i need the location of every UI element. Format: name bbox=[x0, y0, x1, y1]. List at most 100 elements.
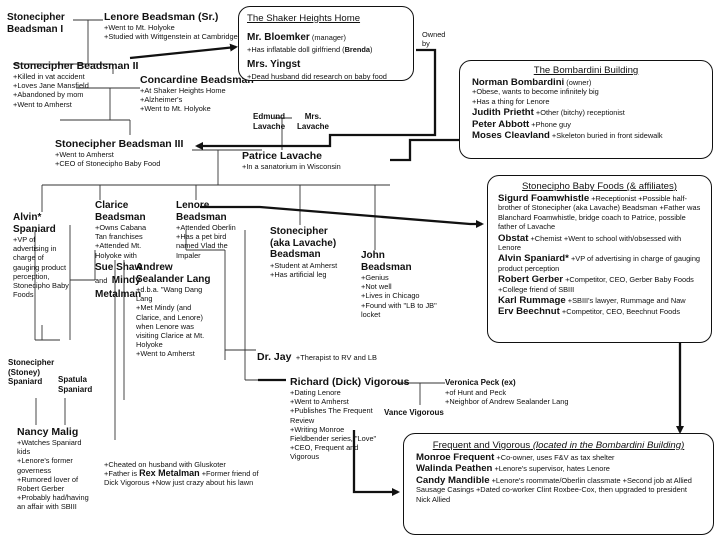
entity-row: Sigurd Foamwhistle +Receptionist +Possib… bbox=[498, 194, 701, 232]
box-title: The Bombardini Building bbox=[533, 65, 639, 76]
andrew-sealander-lang: Andrew Sealander Lang +d.b.a. "Wang Dang… bbox=[136, 262, 211, 359]
patrice-lavache: Patrice Lavache +In a sanatorium in Wisc… bbox=[242, 150, 372, 171]
person-name: Concardine Beadsman bbox=[140, 74, 254, 86]
entity-notes: +Other (bitchy) receptionist bbox=[533, 108, 625, 118]
entity-list: Monroe Frequent +Co-owner, uses F&V as t… bbox=[416, 453, 701, 504]
entity-name: Moses Cleavland bbox=[472, 130, 550, 142]
entity-notes: +Lenore's supervisor, hates Lenore bbox=[492, 464, 610, 474]
entity-notes: (owner) +Obese, wants to become infinite… bbox=[472, 78, 599, 106]
entity-notes: +Receptionist +Possible half-brother of … bbox=[498, 194, 701, 232]
entity-row: Peter Abbott +Phone guy bbox=[472, 118, 700, 130]
person-name: Dr. Jay bbox=[257, 351, 292, 363]
person-name: Stonecipher Beadsman III bbox=[55, 138, 184, 150]
person-name: Stonecipher (aka Lavache) Beadsman bbox=[270, 226, 337, 260]
entity-name: Norman Bombardini bbox=[472, 77, 565, 88]
entity-row: Monroe Frequent +Co-owner, uses F&V as t… bbox=[416, 452, 701, 463]
person-name: Clarice Beadsman bbox=[95, 200, 146, 223]
entity-row: Moses Cleavland +Skeleton buried in fron… bbox=[472, 130, 700, 142]
box-title: Frequent and Vigorous (located in the Bo… bbox=[416, 440, 701, 451]
person-notes: +Went to Mt. Holyoke +Studied with Wittg… bbox=[104, 23, 238, 42]
entity-name: Robert Gerber bbox=[498, 274, 564, 286]
edmund-lavache: Edmund Lavache bbox=[253, 112, 286, 131]
entity-notes: +Chemist +Went to school with/obsessed w… bbox=[498, 233, 682, 253]
brenda: Brenda bbox=[344, 45, 371, 54]
note-text: +Has inflatable doll girlfriend ( bbox=[247, 45, 345, 54]
entity-list: Norman Bombardini (owner) +Obese, wants … bbox=[472, 78, 700, 142]
person-notes: +Went to Amherst +CEO of Stonecipho Baby… bbox=[55, 150, 161, 169]
conjunction: and bbox=[95, 276, 108, 286]
note-end: ) bbox=[370, 45, 373, 54]
entity-name: Obstat bbox=[498, 232, 529, 244]
stonecipher-aka-lavache-beadsman: Stonecipher (aka Lavache) Beadsman +Stud… bbox=[270, 226, 350, 279]
entity-name: Sigurd Foamwhistle bbox=[498, 193, 590, 204]
rex-notes: +Former friend of Dick Vigorous +Now jus… bbox=[104, 469, 259, 488]
entity-name: Candy Mandible bbox=[416, 474, 490, 486]
entity-name: Walinda Peathen bbox=[416, 463, 493, 475]
stoney-spaniard: Stonecipher (Stoney) Spaniard bbox=[8, 358, 55, 386]
person-name: Lenore Beadsman (Sr.) bbox=[104, 11, 219, 23]
person-notes: +VP of advertising in charge of gauging … bbox=[13, 235, 69, 300]
person-notes: +of Hunt and Peck +Neighbor of Andrew Se… bbox=[445, 387, 569, 406]
person-notes: +Therapist to RV and LB bbox=[295, 353, 377, 362]
entity-row: Robert Gerber +Competitor, CEO, Gerber B… bbox=[498, 275, 701, 294]
clarice-beadsman: Clarice Beadsman +Owns Cabana Tan franch… bbox=[95, 200, 175, 300]
entity-row: Karl Rummage +SBIII's lawyer, Rummage an… bbox=[498, 295, 701, 307]
entity-row: Judith Prietht +Other (bitchy) reception… bbox=[472, 107, 700, 119]
person-notes: +Dead husband did research on baby food bbox=[247, 72, 387, 82]
title-name: Frequent and Vigorous bbox=[432, 440, 531, 451]
stonecipher-beadsman-i: Stonecipher Beadsman I bbox=[7, 12, 65, 35]
entity-notes: +Lenore's roommate/Oberlin classmate +Se… bbox=[416, 475, 692, 504]
person-notes: +Killed in vat accident +Loves Jane Mans… bbox=[13, 72, 89, 109]
entity-notes: +SBIII's lawyer, Rummage and Naw bbox=[565, 296, 686, 306]
person-notes: +Student at Amherst +Has artificial leg bbox=[270, 260, 338, 279]
nancy-malig: Nancy Malig +Watches Spaniard kids +Leno… bbox=[17, 426, 89, 512]
person-notes: +d.b.a. "Wang Dang Lang +Met Mindy (and … bbox=[136, 285, 205, 359]
entity-row: Walinda Peathen +Lenore's supervisor, ha… bbox=[416, 463, 701, 475]
alvin-spaniard: Alvin* Spaniard +VP of advertising in ch… bbox=[13, 212, 69, 299]
rex-metalman-notes: +Cheated on husband with Gluskoter +Fath… bbox=[104, 460, 269, 488]
person-name: Mr. Bloemker bbox=[247, 32, 310, 43]
box-title: Stonecipho Baby Foods (& affiliates) bbox=[521, 181, 677, 192]
entity-name: Karl Rummage bbox=[498, 295, 566, 307]
lenore-beadsman: Lenore Beadsman +Attended Oberlin +Has a… bbox=[176, 200, 236, 260]
person-name: Veronica Peck (ex) bbox=[445, 378, 516, 387]
person-name: Alvin* Spaniard bbox=[13, 212, 56, 235]
person-notes: +Genius +Not well +Lives in Chicago +Fou… bbox=[361, 273, 437, 319]
frequent-and-vigorous-box: Frequent and Vigorous (located in the Bo… bbox=[403, 433, 714, 535]
concardine-beadsman: Concardine Beadsman +At Shaker Heights H… bbox=[140, 74, 260, 114]
rex-metalman: Rex Metalman bbox=[139, 468, 200, 479]
mrs-yingst: Mrs. Yingst +Dead husband did research o… bbox=[247, 54, 405, 81]
shaker-heights-home-box: The Shaker Heights Home Mr. Bloemker (ma… bbox=[238, 6, 414, 81]
person-notes: +In a sanatorium in Wisconsin bbox=[242, 162, 341, 171]
person-name: Stonecipher Beadsman II bbox=[13, 60, 139, 72]
entity-row: Alvin Spaniard* +VP of advertising in ch… bbox=[498, 254, 701, 273]
person-name: Mrs. Yingst bbox=[247, 59, 301, 71]
sue-shaw-and-mindy: Sue Shaw and Mindy Metalman bbox=[95, 260, 175, 301]
entity-name: Monroe Frequent bbox=[416, 452, 495, 463]
entity-name: Erv Beechnut bbox=[498, 306, 560, 318]
person-name: Patrice Lavache bbox=[242, 150, 322, 162]
person-name: Andrew Sealander Lang bbox=[136, 262, 211, 285]
entity-name: Alvin Spaniard* bbox=[498, 253, 569, 265]
stonecipher-beadsman-iii: Stonecipher Beadsman III +Went to Amhers… bbox=[55, 138, 205, 168]
entity-name: Peter Abbott bbox=[472, 118, 530, 130]
mindy-metalman: Mindy Metalman bbox=[95, 275, 142, 300]
spatula-spaniard: Spatula Spaniard bbox=[58, 375, 93, 394]
lenore-beadsman-sr: Lenore Beadsman (Sr.) +Went to Mt. Holyo… bbox=[104, 11, 244, 41]
person-notes: +Attended Oberlin +Has a pet bird named … bbox=[176, 223, 236, 260]
person-name: Lenore Beadsman bbox=[176, 200, 227, 223]
entity-notes: +Co-owner, uses F&V as tax shelter bbox=[494, 453, 615, 462]
bombardini-building-box: The Bombardini Building Norman Bombardin… bbox=[459, 60, 713, 159]
father-note: +Father is bbox=[104, 469, 140, 479]
person-notes: +Has inflatable doll girlfriend (Brenda) bbox=[247, 45, 405, 54]
mrs-lavache: Mrs. Lavache bbox=[296, 112, 330, 131]
person-name: Richard (Dick) Vigorous bbox=[290, 376, 410, 388]
person-notes: +At Shaker Heights Home +Alzheimer's +We… bbox=[140, 86, 226, 114]
entity-name: Judith Prietht bbox=[472, 107, 534, 119]
person-notes: +Watches Spaniard kids +Lenore's former … bbox=[17, 438, 89, 512]
vance-vigorous: Vance Vigorous bbox=[384, 408, 444, 417]
owned-by-label: Owned by bbox=[422, 30, 446, 49]
person-name: Nancy Malig bbox=[17, 426, 79, 438]
entity-row: Norman Bombardini (owner) +Obese, wants … bbox=[472, 78, 700, 106]
cheated-note: +Cheated on husband with Gluskoter bbox=[104, 460, 226, 469]
